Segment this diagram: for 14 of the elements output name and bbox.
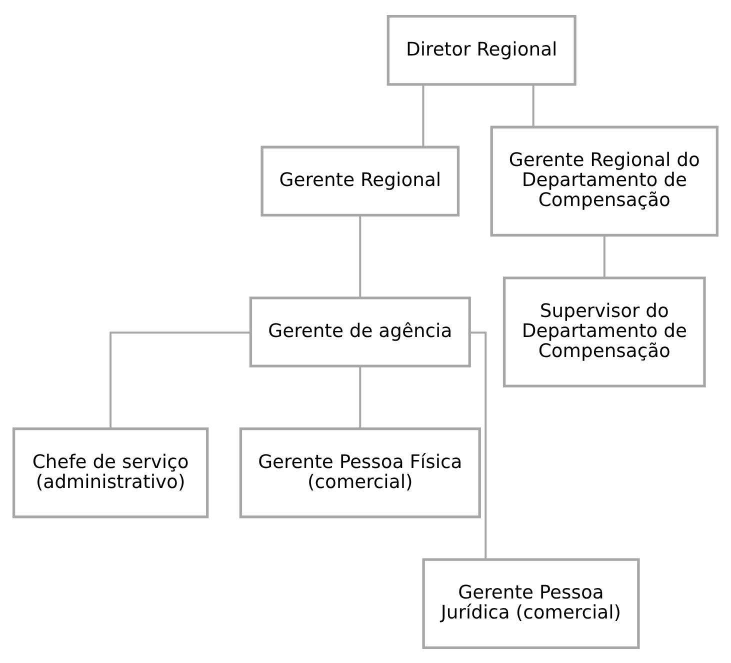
connector bbox=[110, 331, 251, 428]
connector bbox=[359, 366, 362, 428]
node-box: Supervisor do Departamento de Compensação bbox=[502, 276, 706, 387]
node-box: Gerente Regional bbox=[260, 145, 460, 216]
connector bbox=[359, 214, 362, 298]
connector bbox=[422, 84, 424, 147]
node-box: Chefe de serviço (administrativo) bbox=[12, 426, 209, 518]
node-box: Gerente de agência bbox=[249, 296, 471, 367]
node-box: Diretor Regional bbox=[386, 14, 576, 86]
connector bbox=[603, 235, 606, 278]
node-box: Gerente Pessoa Jurídica (comercial) bbox=[422, 558, 640, 648]
connector bbox=[532, 84, 534, 126]
node-box: Gerente Pessoa Física (comercial) bbox=[239, 426, 481, 518]
node-box: Gerente Regional do Departamento de Compensação bbox=[490, 125, 719, 236]
